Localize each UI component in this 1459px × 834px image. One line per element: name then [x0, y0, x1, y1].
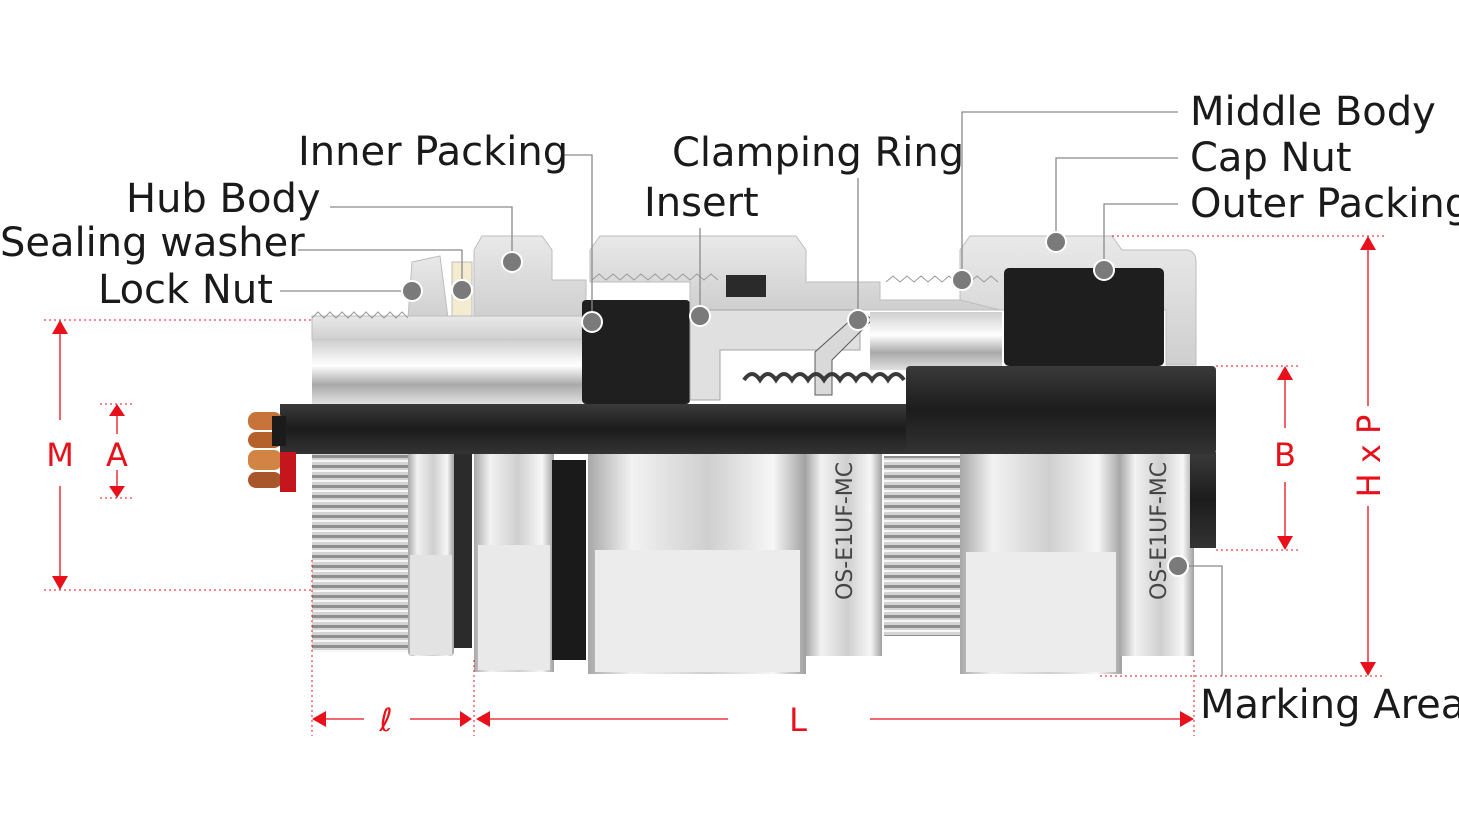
cap-thread-profile	[885, 275, 999, 283]
dot-outer-packing	[1093, 259, 1115, 281]
cap-interior	[870, 312, 1002, 370]
dim-label-a: A	[106, 436, 128, 474]
cable-sheath-exit-lower	[1190, 452, 1216, 548]
label-hub-body: Hub Body	[126, 176, 321, 222]
label-middle-body: Middle Body	[1190, 89, 1436, 135]
middle-body-flat	[595, 550, 800, 672]
dim-label-l-big: L	[789, 701, 807, 739]
marking-text-left: OS-E1UF-MC	[833, 462, 858, 600]
entry-section	[311, 315, 583, 341]
marking-collar-left	[806, 452, 882, 656]
label-sealing-washer: Sealing washer	[0, 220, 305, 266]
label-insert: Insert	[644, 180, 759, 226]
entry-thread-profile	[311, 311, 409, 319]
dim-label-b: B	[1274, 436, 1296, 474]
outer-packing-section	[1004, 268, 1164, 366]
dot-sealing-washer	[451, 279, 473, 301]
cable-conductors	[248, 412, 296, 492]
gland-section-upper	[311, 235, 1197, 404]
lock-nut-face	[410, 555, 452, 655]
dot-clamping-ring	[847, 309, 869, 331]
hub-body-section	[473, 235, 587, 319]
label-outer-packing: Outer Packing	[1190, 181, 1459, 227]
sealing-washer-lower	[454, 452, 472, 648]
bore-interior	[312, 340, 582, 404]
middle-body-section	[589, 235, 1001, 311]
dot-hub-body	[501, 251, 523, 273]
cable	[248, 366, 1216, 492]
inner-packing-section	[582, 300, 690, 404]
groove-lower	[552, 460, 586, 660]
middle-thread	[884, 456, 960, 636]
dot-marking-area	[1167, 555, 1189, 577]
label-inner-packing: Inner Packing	[298, 129, 568, 175]
dim-label-l-small: ℓ	[378, 701, 392, 739]
insert-slot	[726, 275, 766, 297]
dot-inner-packing	[581, 311, 603, 333]
hub-body-flat	[478, 545, 550, 670]
label-cap-nut: Cap Nut	[1190, 135, 1352, 181]
label-lock-nut: Lock Nut	[98, 267, 273, 313]
cable-inner-sheath	[280, 404, 910, 454]
middle-thread-profile	[591, 273, 719, 281]
marking-collar-right	[1120, 452, 1194, 656]
gland-exterior-lower	[312, 452, 1216, 674]
cable-outer-sheath	[906, 366, 1216, 454]
dot-cap-nut	[1045, 231, 1067, 253]
dot-insert	[689, 305, 711, 327]
label-clamping-ring: Clamping Ring	[672, 130, 964, 176]
callout-dots	[401, 231, 1189, 577]
dim-label-hxp: H x P	[1350, 415, 1388, 498]
label-marking-area: Marking Area	[1200, 682, 1459, 728]
armour-braid	[742, 372, 906, 384]
marking-text-right: OS-E1UF-MC	[1147, 462, 1172, 600]
leader-lines	[280, 111, 1223, 676]
dot-lock-nut	[401, 280, 423, 302]
dot-middle-body	[951, 269, 973, 291]
dim-label-m: M	[46, 436, 74, 474]
entry-thread	[312, 452, 412, 652]
cap-nut-flat	[966, 552, 1116, 672]
dimension-lines	[44, 235, 1384, 736]
